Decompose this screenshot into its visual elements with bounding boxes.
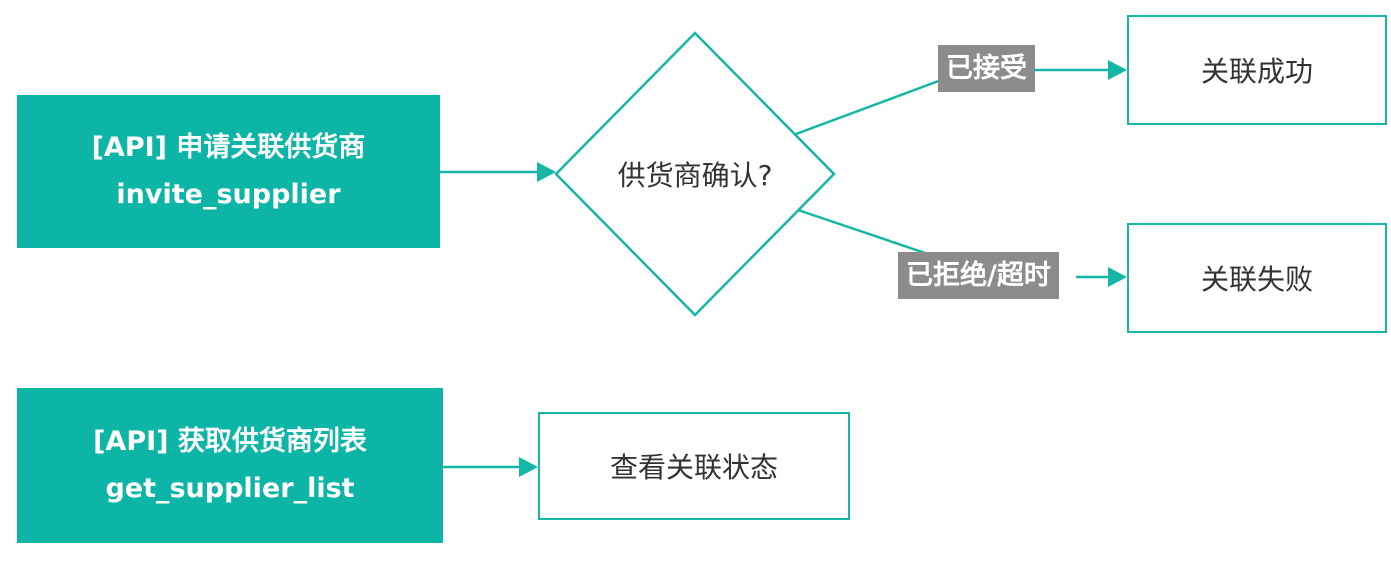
node-get-supplier-list-subtitle: get_supplier_list: [105, 472, 355, 504]
arrowhead-fail: [1108, 267, 1127, 287]
connector-decision-to-accepted: [795, 74, 953, 136]
node-invite-supplier-title: [API] 申请关联供货商: [91, 132, 366, 164]
decision-label: 供货商确认?: [617, 159, 773, 192]
node-decision-supplier-confirm: 供货商确认?: [555, 33, 835, 315]
status-label: 查看关联状态: [609, 451, 778, 484]
edge-label-accepted: 已接受: [938, 45, 1035, 93]
edge-label-rejected-timeout: 已拒绝/超时: [898, 252, 1059, 300]
arrowhead-status: [519, 457, 538, 477]
node-association-failed: 关联失败: [1127, 223, 1387, 333]
success-label: 关联成功: [1200, 55, 1313, 88]
fail-label: 关联失败: [1200, 263, 1313, 296]
node-get-supplier-list-api: [API] 获取供货商列表 get_supplier_list: [17, 388, 443, 543]
node-association-success: 关联成功: [1127, 15, 1387, 125]
arrowhead-decision: [537, 162, 556, 182]
node-view-association-status: 查看关联状态: [538, 412, 850, 520]
decision-diamond-shape: [554, 31, 836, 317]
connector-decision-to-rejected: [797, 208, 935, 258]
arrowhead-success: [1108, 60, 1127, 80]
node-invite-supplier-api: [API] 申请关联供货商 invite_supplier: [17, 95, 440, 248]
node-invite-supplier-subtitle: invite_supplier: [116, 178, 341, 210]
node-get-supplier-list-title: [API] 获取供货商列表: [93, 426, 367, 458]
